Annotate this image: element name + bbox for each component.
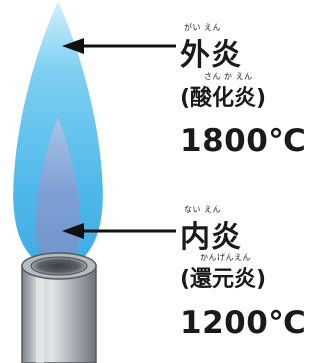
inner-flame-ruby: ない えん [184,205,222,214]
outer-flame-name: 外炎 [180,38,242,73]
outer-flame-arrow [62,38,176,54]
outer-flame-temperature: 1800℃ [180,123,307,159]
inner-flame-name: 内炎 [180,220,242,255]
inner-flame-sub-ruby: かんげんえん [200,253,251,262]
inner-flame-arrow [62,223,176,239]
inner-flame-sub-name: (還元炎) [180,267,267,292]
outer-flame-sub-name: (酸化炎) [180,86,267,111]
outer-flame-sub-ruby: さん か えん [204,72,253,81]
burner-tube [21,252,97,363]
inner-flame-temperature: 1200℃ [180,305,307,341]
outer-flame-ruby: がい えん [184,23,222,32]
